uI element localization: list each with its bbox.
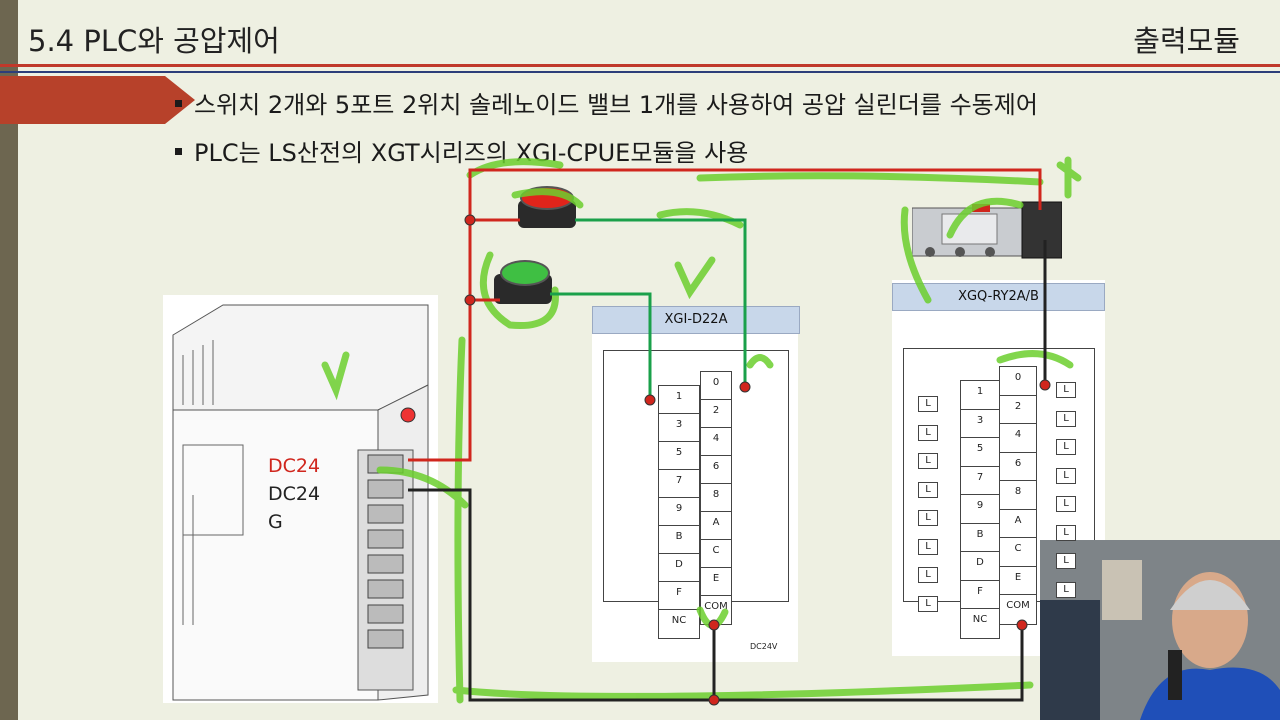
terminal-cell: B	[960, 522, 1000, 553]
header-rule-red	[0, 64, 1280, 67]
section-title: 출력모듈	[1133, 24, 1240, 58]
load-box: L	[1056, 439, 1076, 455]
load-box: L	[1056, 496, 1076, 512]
terminal-cell: E	[700, 567, 732, 597]
terminal-cell: 0	[700, 371, 732, 401]
green-pushbutton	[500, 260, 550, 286]
terminal-cell: 5	[658, 441, 700, 471]
arrow-marker	[0, 76, 195, 124]
terminal-cell: 1	[658, 385, 700, 415]
dc24v-label: DC24V	[750, 642, 778, 651]
load-box: L	[1056, 581, 1076, 598]
load-box: L	[1056, 410, 1076, 427]
terminal-cell: 5	[960, 437, 1000, 468]
terminal-cell: 9	[960, 494, 1000, 525]
webcam-overlay	[1040, 540, 1280, 720]
terminal-cell: 2	[700, 399, 732, 429]
wire-junctions	[464, 214, 1051, 706]
load-box: L	[918, 396, 938, 412]
plc-label-dc24-negative: DC24	[268, 483, 321, 505]
bullet-text: PLC는 LS산전의 XGT시리즈의 XGI-CPUE모듈을 사용	[194, 139, 749, 167]
presenter-video	[1040, 540, 1280, 720]
bullet-square-icon	[175, 99, 182, 107]
terminal-cell: D	[658, 553, 700, 583]
plc-label-dc24-positive: DC24	[268, 455, 321, 477]
header-rule-navy	[0, 71, 1280, 73]
plc-module-image: DC24 DC24 G	[163, 295, 438, 703]
load-box: L	[1056, 467, 1076, 484]
terminal-cell: D	[960, 551, 1000, 582]
terminal-cell: 6	[700, 455, 732, 485]
plc-body-drawing	[172, 304, 429, 701]
load-box: L	[918, 567, 938, 583]
load-box: L	[1056, 524, 1076, 541]
terminal-cell: A	[999, 508, 1037, 539]
load-box: L	[1056, 553, 1076, 569]
load-box: L	[918, 424, 938, 441]
terminal-cell: 1	[960, 380, 1000, 411]
load-box: L	[918, 510, 938, 526]
terminal-cell: C	[999, 537, 1037, 568]
terminal-cell: 8	[999, 480, 1037, 511]
load-box: L	[918, 595, 938, 612]
bullet-text: 스위치 2개와 5포트 2위치 솔레노이드 밸브 1개를 사용하여 공압 실린더…	[194, 91, 1038, 119]
terminal-cell: NC	[960, 608, 1000, 639]
terminal-cell: NC	[658, 609, 700, 639]
slide-title: 5.4 PLC와 공압제어	[28, 24, 280, 58]
load-box: L	[918, 453, 938, 469]
plc-label-ground: G	[268, 511, 283, 533]
terminal-cell: 0	[999, 366, 1037, 397]
left-accent-bar	[0, 0, 18, 720]
handwritten-annotations	[321, 156, 1082, 704]
bullet-square-icon	[175, 147, 182, 155]
load-box: L	[1056, 382, 1076, 398]
terminal-cell: COM	[999, 594, 1037, 625]
terminal-cell: 7	[960, 465, 1000, 496]
bullet-item: 스위치 2개와 5포트 2위치 솔레노이드 밸브 1개를 사용하여 공압 실린더…	[175, 85, 1038, 120]
terminal-cell: A	[700, 511, 732, 541]
load-box: L	[918, 481, 938, 498]
wires	[408, 168, 1047, 702]
bullet-item: PLC는 LS산전의 XGT시리즈의 XGI-CPUE모듈을 사용	[175, 133, 748, 168]
input-module-title: XGI-D22A	[592, 306, 800, 334]
terminal-cell: C	[700, 539, 732, 569]
load-box: L	[918, 538, 938, 555]
